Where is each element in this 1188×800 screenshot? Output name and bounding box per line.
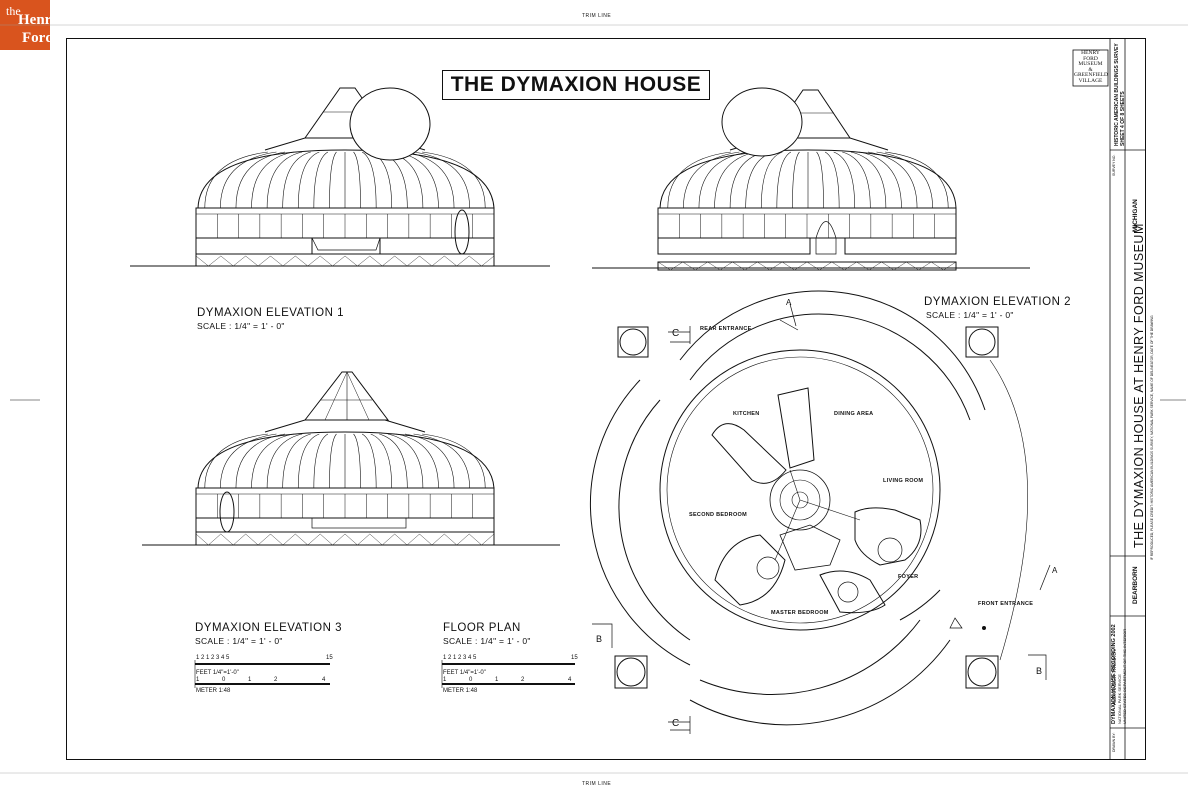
- title-block-main-title: THE DYMAXION HOUSE AT HENRY FORD MUSEUM: [1132, 223, 1146, 548]
- section-mark-a-right: A: [1052, 566, 1058, 575]
- scale-bar-1: [194, 660, 330, 688]
- scale-bar-2-meter-tick-1: 0: [469, 677, 473, 683]
- floor-plan-drawing: [590, 290, 1051, 734]
- title-block-survey-no: SURVEY NO.: [1112, 154, 1116, 176]
- scale-bar-1-meter-tick-2: 1: [248, 677, 252, 683]
- floor-plan-caption: FLOOR PLAN: [443, 622, 521, 634]
- scale-bar-1-feet-ticks: 1 2 1 2 3 4 5: [196, 655, 230, 661]
- museum-line-3: MUSEUM: [1078, 61, 1103, 68]
- section-mark-b-left: B: [596, 634, 603, 644]
- title-block-department: UNITED STATES DEPARTMENT OF THE INTERIOR: [1122, 628, 1127, 724]
- room-foyer: FOYER: [898, 574, 919, 580]
- title-block-city: DEARBORN: [1132, 566, 1139, 604]
- scale-bar-2-meter-tick-4: 4: [568, 677, 572, 683]
- museum-line-1: HENRY: [1081, 50, 1100, 56]
- drawing-frame: [66, 38, 1146, 760]
- scale-bar-2-feet-ticks: 1 2 1 2 3 4 5: [443, 655, 477, 661]
- elevation-3-scale: SCALE : 1/4" = 1' - 0": [195, 636, 283, 646]
- scale-bar-2-end: 15: [571, 655, 578, 661]
- museum-line-2: FORD: [1083, 55, 1098, 62]
- room-front-entrance: FRONT ENTRANCE: [978, 601, 1034, 607]
- elevation-3-drawing: [142, 371, 560, 546]
- title-block-drawn-by: ALEXANDER TITENKOV: [1112, 648, 1118, 705]
- room-kitchen: KITCHEN: [733, 411, 760, 417]
- floor-plan-scale: SCALE : 1/4" = 1' - 0": [443, 636, 531, 646]
- museum-line-6: VILLAGE: [1078, 77, 1103, 84]
- museum-mark: HENRY FORD MUSEUM & GREENFIELD VILLAGE: [1074, 50, 1108, 85]
- elevation-3-caption: DYMAXION ELEVATION 3: [195, 622, 342, 634]
- scale-bar-2-meter-label: METER 1:48: [443, 688, 478, 694]
- title-block-survey: HISTORIC AMERICAN BUILDINGS SURVEY SHEET…: [1114, 43, 1126, 146]
- museum-line-5: GREENFIELD: [1074, 72, 1108, 79]
- section-mark-b-right: B: [1036, 666, 1043, 676]
- room-rear-entrance: REAR ENTRANCE: [700, 326, 752, 332]
- elevation-1-scale: SCALE : 1/4" = 1' - 0": [197, 321, 285, 331]
- scale-bar-2-meter-tick-3: 2: [521, 677, 525, 683]
- logo-line-2: Henry: [18, 12, 59, 28]
- scale-bar-2: [441, 660, 575, 688]
- title-block-lines: [1072, 38, 1146, 760]
- section-mark-c-bottom: C: [672, 718, 680, 729]
- scale-bar-1-meter-tick-1: 0: [222, 677, 226, 683]
- room-master-bedroom: MASTER BEDROOM: [771, 610, 829, 616]
- scale-bar-1-meter-tick-0: 1: [196, 677, 200, 683]
- title-block-state: MICHIGAN: [1132, 199, 1139, 232]
- scale-bar-2-meter-tick-2: 1: [495, 677, 499, 683]
- room-dining-area: DINING AREA: [834, 411, 874, 417]
- elevation-2-drawing: [592, 87, 1030, 271]
- title-block-sheet: SHEET 4 OF 8 SHEETS: [1119, 91, 1126, 146]
- logo-line-3: Ford: [22, 30, 54, 46]
- room-living-room: LIVING ROOM: [883, 478, 924, 484]
- scale-bar-1-feet-label: FEET 1/4"=1'-0": [196, 670, 239, 676]
- title-block-drawn-label: DRAWN BY:: [1112, 732, 1116, 752]
- elevation-2-caption: DYMAXION ELEVATION 2: [924, 296, 1071, 308]
- elevation-1-drawing: [130, 87, 550, 267]
- scale-bar-1-end: 15: [326, 655, 333, 661]
- scale-bar-2-feet-label: FEET 1/4"=1'-0": [443, 670, 486, 676]
- section-mark-a-top: A: [786, 298, 792, 307]
- trim-line-top: TRIM LINE: [582, 13, 612, 19]
- scale-bar-2-meter-tick-0: 1: [443, 677, 447, 683]
- elevation-2-scale: SCALE : 1/4" = 1' - 0": [926, 310, 1014, 320]
- scale-bar-1-meter-tick-3: 2: [274, 677, 278, 683]
- title-block-credit: IF REPRODUCED, PLEASE CREDIT: HISTORIC A…: [1150, 315, 1154, 560]
- trim-line-bottom: TRIM LINE: [582, 781, 612, 787]
- elevation-1-caption: DYMAXION ELEVATION 1: [197, 307, 344, 319]
- section-mark-c-top: C: [672, 328, 680, 339]
- scale-bar-1-meter-tick-4: 4: [322, 677, 326, 683]
- museum-line-4: &: [1088, 66, 1093, 73]
- room-second-bedroom: SECOND BEDROOM: [689, 512, 747, 518]
- logo-line-1: the: [6, 4, 21, 18]
- drawing-title: THE DYMAXION HOUSE: [442, 70, 710, 100]
- scale-bar-1-meter-label: METER 1:48: [196, 688, 231, 694]
